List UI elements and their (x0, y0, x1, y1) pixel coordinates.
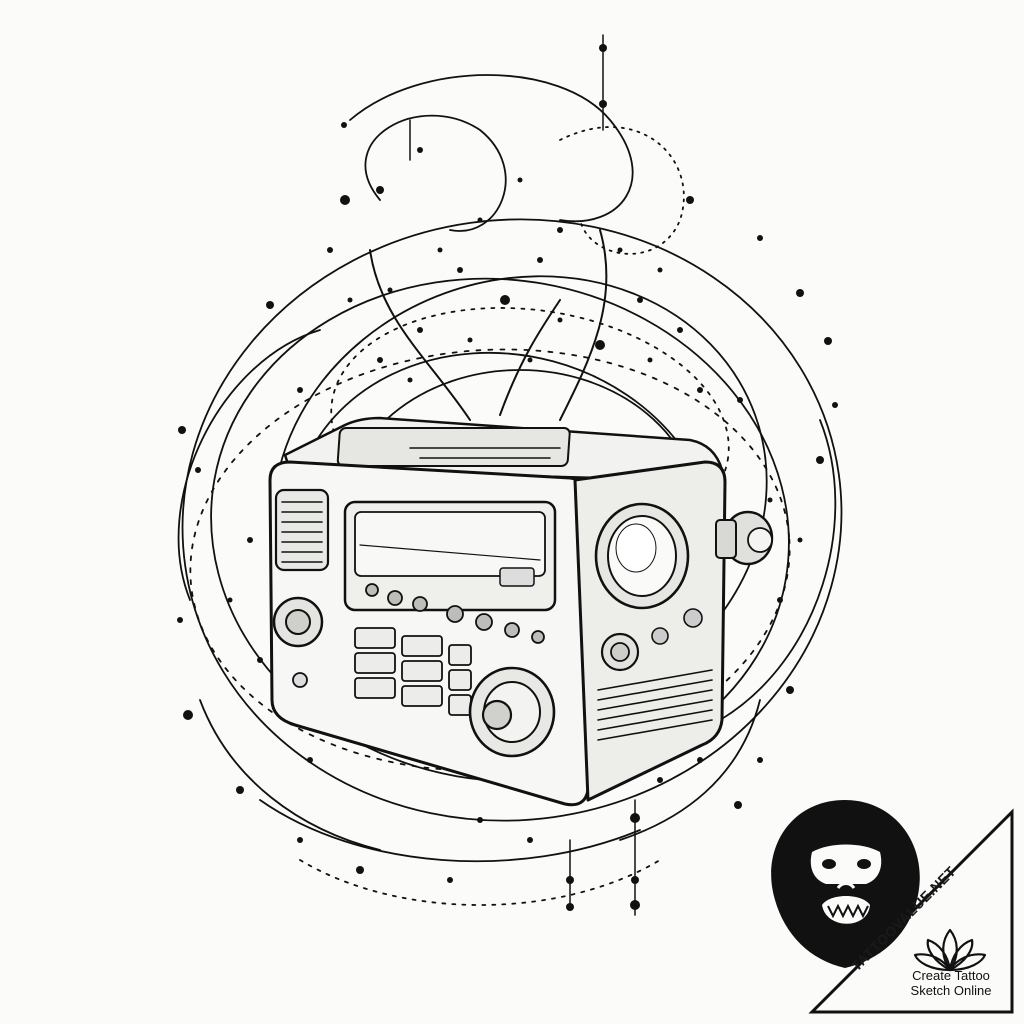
lotus-icon (913, 928, 987, 972)
antenna-wire (369, 229, 608, 421)
scattered-dots (177, 44, 838, 911)
keypad (354, 627, 472, 716)
gorilla-head-icon (771, 800, 920, 968)
speaker-grille (274, 488, 330, 572)
watermark-caption: Create Tattoo Sketch Online (896, 968, 1006, 998)
watermark-caption-line2: Sketch Online (910, 983, 992, 998)
radio (268, 416, 774, 807)
watermark-caption-line1: Create Tattoo (912, 968, 990, 983)
